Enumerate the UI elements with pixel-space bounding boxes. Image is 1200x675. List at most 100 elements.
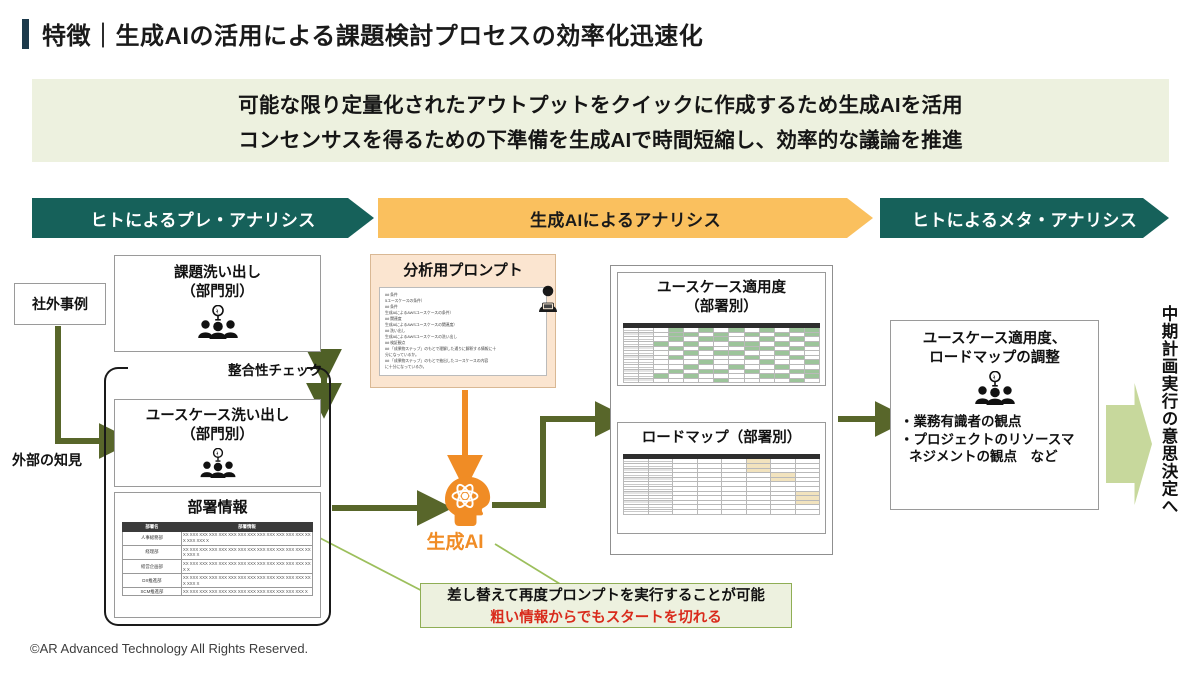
roadmap-box: ロードマップ（部署別） — [617, 422, 826, 534]
sheet-cell — [745, 509, 771, 515]
column-header-dept-name: 部署名 — [122, 521, 182, 532]
prompt-line: ## 条件 — [385, 291, 398, 297]
roadmap-spreadsheet — [623, 453, 820, 515]
sheet-row — [623, 495, 820, 501]
subtitle-band: 可能な限り定量化されたアウトプットをクイックに作成するため生成AIを活用 コンセ… — [32, 79, 1169, 162]
callout-box: 差し替えて再度プロンプトを実行することが可能 粗い情報からでもスタートを切れる — [420, 583, 792, 628]
cell-dept-name: 経営企画部 — [122, 558, 182, 575]
cell-dept-info: XX XXX XXX XXX XXX XXX XXX XXX XXX XXX X… — [180, 544, 314, 561]
sheet-row — [623, 504, 820, 510]
sheet-cell — [770, 509, 796, 515]
sheet-cell — [788, 377, 805, 384]
prompt-line: 生成AIによるAWSユースケースの洗い出し — [385, 333, 458, 339]
issue-extraction-title-1: 課題洗い出し — [174, 265, 261, 281]
prompt-line: 5ユースケースの条件） — [385, 297, 425, 303]
people-group-icon — [900, 370, 1089, 405]
sheet-cell — [713, 377, 730, 384]
cell-dept-name: DX推進部 — [122, 573, 182, 589]
sheet-cell — [728, 377, 745, 384]
cell-dept-name: SCM推進部 — [122, 587, 182, 597]
applicability-spreadsheet — [622, 322, 821, 384]
usecase-extraction-title-1: ユースケース洗い出し — [145, 408, 290, 424]
bullet-2: ・プロジェクトのリソースマ — [900, 431, 1075, 447]
person-with-laptop-icon — [537, 285, 559, 318]
usecase-extraction-title-2: （部門別） — [181, 426, 254, 443]
consistency-check-label: 整合性チェック — [228, 363, 323, 378]
phase-banner-meta-analysis: ヒトによるメタ・アナリシス — [880, 198, 1169, 238]
prompt-line: 生成AIによるAWSユースケースの条件） — [385, 309, 454, 315]
cell-dept-info: XX XXX XXX XXX XXX XXX XXX XXX XXX XXX X… — [180, 558, 314, 575]
department-info-title: 部署情報 — [187, 499, 248, 516]
people-group-icon — [115, 304, 320, 339]
cell-dept-info: XX XXX XXX XXX XXX XXX XXX XXX XXX XXX X… — [180, 573, 314, 589]
sheet-cell — [803, 377, 821, 384]
external-case-box: 社外事例 — [14, 283, 106, 325]
cell-dept-name: 人事総務部 — [122, 530, 182, 546]
phase-label-2: 生成AIによるアナリシス — [530, 210, 721, 230]
adjustment-title-2: ロードマップの調整 — [929, 349, 1060, 366]
cell-dept-info: XX XXX XXX XXX XXX XXX XXX XXX XXX XXX X… — [180, 530, 314, 546]
sheet-cell — [743, 377, 760, 384]
analysis-prompt-title: 分析用プロンプト — [403, 262, 523, 279]
adjustment-box: ユースケース適用度、 ロードマップの調整 ・業務有識者の観点 ・プロジェクトのリ… — [890, 320, 1099, 510]
sheet-cell — [622, 377, 640, 384]
subtitle-line-2: コンセンサスを得るための下準備を生成AIで時間短縮し、効率的な議論を推進 — [238, 129, 963, 152]
sheet-row — [622, 377, 821, 384]
usecase-applicability-title-2: （部署別） — [685, 298, 758, 315]
sheet-cell — [683, 377, 700, 384]
adjustment-title-1: ユースケース適用度、 — [922, 331, 1067, 347]
sheet-cell — [638, 377, 655, 384]
generative-ai-label: 生成AI — [426, 532, 484, 553]
prompt-line: ## 関連度 — [385, 315, 402, 321]
final-decision-label: 中期計画実行の意思決定へ — [1159, 305, 1177, 515]
adjustment-bullets: ・業務有識者の観点 ・プロジェクトのリソースマ ネジメントの観点 など — [900, 413, 1089, 466]
bullet-2-cont: ネジメントの観点 など — [909, 449, 1058, 465]
bullet-1: ・業務有識者の観点 — [900, 413, 1022, 429]
table-header-row: 部署名 部署情報 — [122, 521, 314, 532]
phase-banner-ai-analysis: 生成AIによるアナリシス — [378, 198, 873, 238]
sheet-cell — [668, 377, 685, 384]
sheet-cell — [794, 509, 820, 515]
sheet-cell — [653, 377, 670, 384]
generative-ai-icon — [435, 470, 497, 533]
sheet-cell — [696, 509, 722, 515]
sheet-cell — [758, 377, 775, 384]
issue-extraction-box: 課題洗い出し （部門別） — [114, 255, 321, 352]
cell-dept-name: 経理部 — [122, 544, 182, 561]
sheet-cell — [672, 509, 698, 515]
phase-label-3: ヒトによるメタ・アナリシス — [911, 210, 1138, 230]
page-title: 特徴｜生成AIの活用による課題検討プロセスの効率化迅速化 — [22, 16, 703, 51]
issue-extraction-title-2: （部門別） — [181, 283, 254, 300]
sheet-row — [623, 467, 820, 474]
sheet-cell — [647, 509, 673, 515]
grouping-bracket — [103, 367, 332, 626]
usecase-extraction-box: ユースケース洗い出し （部門別） — [114, 399, 321, 487]
callout-line-1: 差し替えて再度プロンプトを実行することが可能 — [447, 588, 765, 604]
people-group-icon — [115, 447, 320, 478]
prompt-line: ## 「成果物ステップ」のもとで理解した通りに解釈する情報に十 — [385, 345, 497, 351]
column-header-dept-info: 部署情報 — [180, 521, 314, 532]
phase-label-1: ヒトによるプレ・アナリシス — [90, 210, 316, 230]
prompt-line: 生成AIによるAWSユースケースの関連度） — [385, 321, 458, 327]
copyright-footer: ©AR Advanced Technology All Rights Reser… — [30, 641, 309, 656]
cell-dept-info: XX XXX XXX XXX XXX XXX XXX XXX XXX XXX X… — [180, 587, 314, 597]
sheet-row — [622, 331, 821, 338]
external-case-label: 社外事例 — [32, 295, 88, 312]
sheet-cell — [698, 377, 715, 384]
external-knowledge-label: 外部の知見 — [12, 452, 82, 468]
prompt-line: に十分になっているか。 — [385, 364, 427, 370]
phase-banner-pre-analysis: ヒトによるプレ・アナリシス — [32, 198, 374, 238]
sheet-cell — [721, 509, 747, 515]
roadmap-title: ロードマップ（部署別） — [641, 430, 802, 446]
sheet-row — [622, 345, 821, 352]
usecase-applicability-box: ユースケース適用度 （部署別） — [617, 272, 826, 386]
